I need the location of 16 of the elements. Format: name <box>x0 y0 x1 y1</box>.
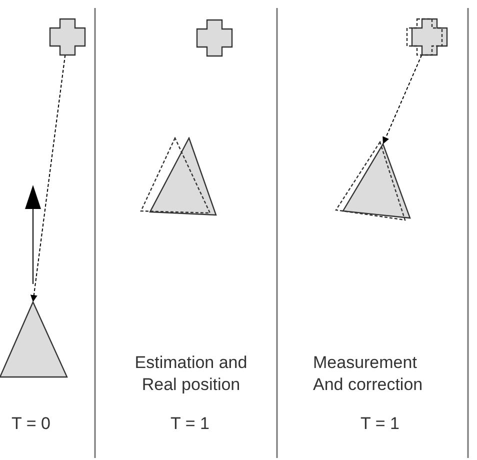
measurement-arrow <box>382 54 422 144</box>
landmark-cross <box>196 19 233 57</box>
estimated-triangle-outline <box>335 141 406 221</box>
estimated-landmark-outline <box>406 18 443 56</box>
time-label: T = 1 <box>170 413 210 435</box>
measurement-arrow <box>30 54 66 302</box>
panel-caption: Measurement And correction <box>313 352 424 396</box>
time-label: T = 0 <box>10 413 52 435</box>
robot-triangle <box>0 301 68 378</box>
time-label: T = 1 <box>360 413 400 435</box>
estimated-triangle-outline <box>140 137 211 214</box>
robot-triangle <box>149 137 217 216</box>
robot-triangle <box>342 143 411 219</box>
landmark-cross <box>411 18 448 56</box>
landmark-cross <box>49 18 86 56</box>
panel-caption: Estimation and Real position <box>134 352 248 396</box>
